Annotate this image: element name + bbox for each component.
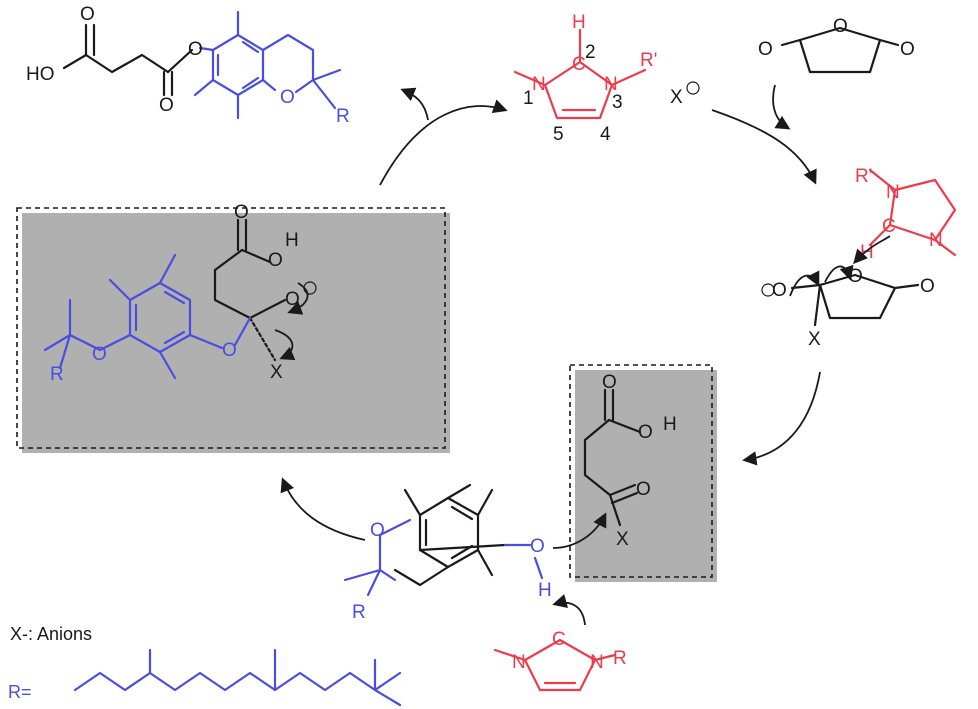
succinic-anhydride: O O O xyxy=(758,16,915,74)
phenol-h-label: H xyxy=(538,580,552,601)
r-group-legend-label: R= xyxy=(8,682,32,702)
acid-oh-o-label: O xyxy=(268,250,283,271)
bottom-r-label: R xyxy=(352,602,366,623)
carbonyl-o-right-label: O xyxy=(920,276,935,297)
legend: X-: Anions R= xyxy=(8,624,402,707)
box-pyran-o-label: O xyxy=(92,344,107,365)
pyran-o-label: O xyxy=(280,87,295,108)
ester-carbonyl-o-label: O xyxy=(159,95,174,116)
position-2-label: 2 xyxy=(585,42,596,63)
bottom-pyran-o-label: O xyxy=(370,520,385,541)
acyl-o-top-label: O xyxy=(602,372,617,393)
acyl-carbonyl-o-label: O xyxy=(636,479,651,500)
negative-charge-icon xyxy=(761,283,775,297)
r-group-chain xyxy=(73,671,402,692)
alkoxide-o-label: O xyxy=(772,280,787,301)
tetrahedral-intermediate: O O H O X O O R xyxy=(43,202,317,385)
carbene-n3-label: N xyxy=(590,652,604,673)
ester-o-label: O xyxy=(188,39,203,60)
r-label: R xyxy=(336,106,350,127)
n1-label: N xyxy=(532,74,546,95)
acyl-h-label: H xyxy=(663,414,677,435)
carbene-c-label: C xyxy=(552,629,566,650)
hydroxyl-label: HO xyxy=(26,64,55,85)
intermediate-box-left xyxy=(16,207,450,453)
box-x-label: X xyxy=(270,362,283,383)
c2-carbon-label: C xyxy=(572,54,586,75)
acyl-oh-o-label: O xyxy=(638,422,653,443)
alkoxide-o-box-label: O xyxy=(285,289,300,310)
carbonyl-o-label: O xyxy=(80,4,95,25)
c-right-label: C xyxy=(882,216,896,237)
anhydride-o-left-label: O xyxy=(758,39,773,60)
anhydride-o-right-label: O xyxy=(900,39,915,60)
position-5-label: 5 xyxy=(553,124,564,145)
carbene-n1-label: N xyxy=(512,652,526,673)
phenol-o-label: O xyxy=(530,536,545,557)
imidazolium-cation: H C N N R' 2 1 3 4 5 X xyxy=(513,12,700,145)
box-r-label: R xyxy=(50,364,64,385)
n-right-top-label: N xyxy=(886,182,900,203)
r-group-terminal xyxy=(373,658,402,707)
carbene-bottom: N C N R xyxy=(493,629,627,692)
r-prime-right-label: R' xyxy=(855,166,872,187)
position-3-label: 3 xyxy=(612,92,623,113)
tocopherol-succinate-product: HO O O O O R xyxy=(26,4,350,127)
carbene-r-label: R xyxy=(613,648,627,669)
acyl-species: O O H O X xyxy=(583,372,677,550)
box-phenol-o-label: O xyxy=(222,340,237,361)
c2-hydrogen-label: H xyxy=(572,12,586,33)
tocopherol-bottom: O H O R xyxy=(343,483,552,623)
acid-o-label: O xyxy=(234,202,249,223)
acyl-x-label: X xyxy=(616,529,629,550)
cycle-arrows xyxy=(280,84,891,626)
intermediate-box-right xyxy=(569,364,717,582)
acid-h-label: H xyxy=(285,230,299,251)
anions-legend-text: X-: Anions xyxy=(10,624,92,644)
x-substituent-label: X xyxy=(808,329,821,350)
h-right-label: H xyxy=(860,242,874,263)
anion-label: X xyxy=(670,87,683,108)
anhydride-ring-o-label: O xyxy=(833,16,848,37)
activated-anhydride: O O O X xyxy=(761,266,935,350)
n3-label: N xyxy=(604,74,618,95)
position-1-label: 1 xyxy=(523,88,534,109)
n-right-bottom-label: N xyxy=(929,230,943,251)
r-prime-label: R' xyxy=(640,50,657,71)
anion-charge-icon xyxy=(686,81,700,95)
position-4-label: 4 xyxy=(600,124,611,145)
